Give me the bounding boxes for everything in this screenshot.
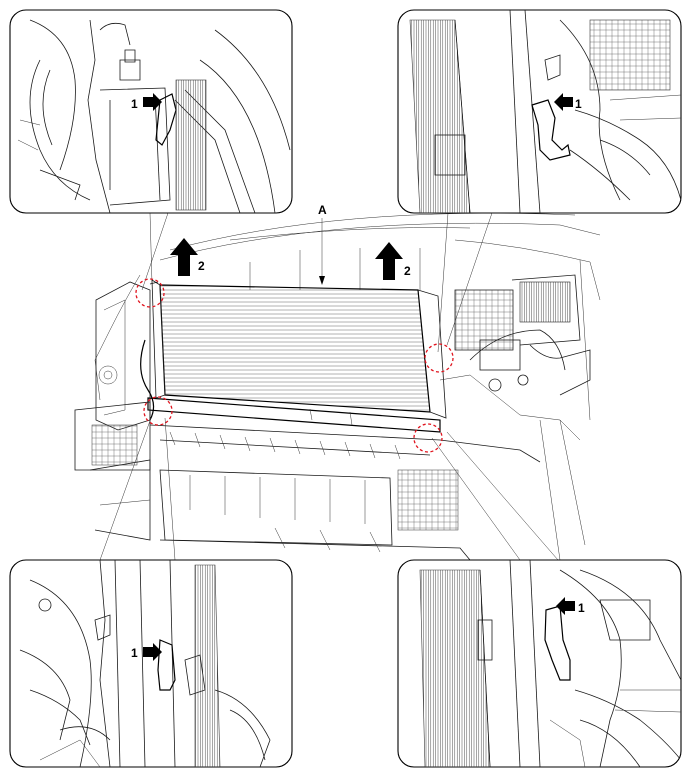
component-a-callout: A [318, 203, 327, 285]
detail-panel-bottom-right: 1 [397, 559, 682, 768]
lift-arrow-left: 2 [170, 238, 205, 276]
detail-panel-top-right: 1 [397, 9, 682, 214]
detail-bottom-left-arrow-icon [143, 643, 162, 661]
detail-top-left-arrow-icon [143, 93, 162, 111]
detail-top-left-clip-label: 1 [131, 97, 138, 111]
detail-top-right-clip-label: 1 [575, 97, 582, 111]
lower-bumper [74, 401, 541, 561]
detail-top-right-arrow-icon [554, 93, 573, 111]
radiator-core [149, 279, 447, 419]
lift-arrow-right: 2 [375, 242, 411, 280]
lift-arrow-left-label: 2 [198, 259, 205, 273]
vehicle-front-view: 2 2 A [74, 203, 601, 561]
callout-circle-lower-right [413, 423, 443, 453]
callout-circle-upper-right [424, 343, 454, 373]
callout-circle-upper-left [135, 278, 165, 308]
component-a-label: A [318, 203, 327, 217]
callout-circle-lower-left [143, 396, 173, 426]
detail-bottom-right-arrow-icon [556, 597, 575, 615]
detail-panel-top-left: 1 [9, 9, 293, 214]
right-side-components [439, 259, 591, 561]
detail-bottom-right-clip-label: 1 [578, 601, 585, 615]
lift-arrow-right-label: 2 [404, 264, 411, 278]
detail-bottom-left-clip-label: 1 [131, 646, 138, 660]
detail-panel-bottom-left: 1 [9, 559, 293, 768]
